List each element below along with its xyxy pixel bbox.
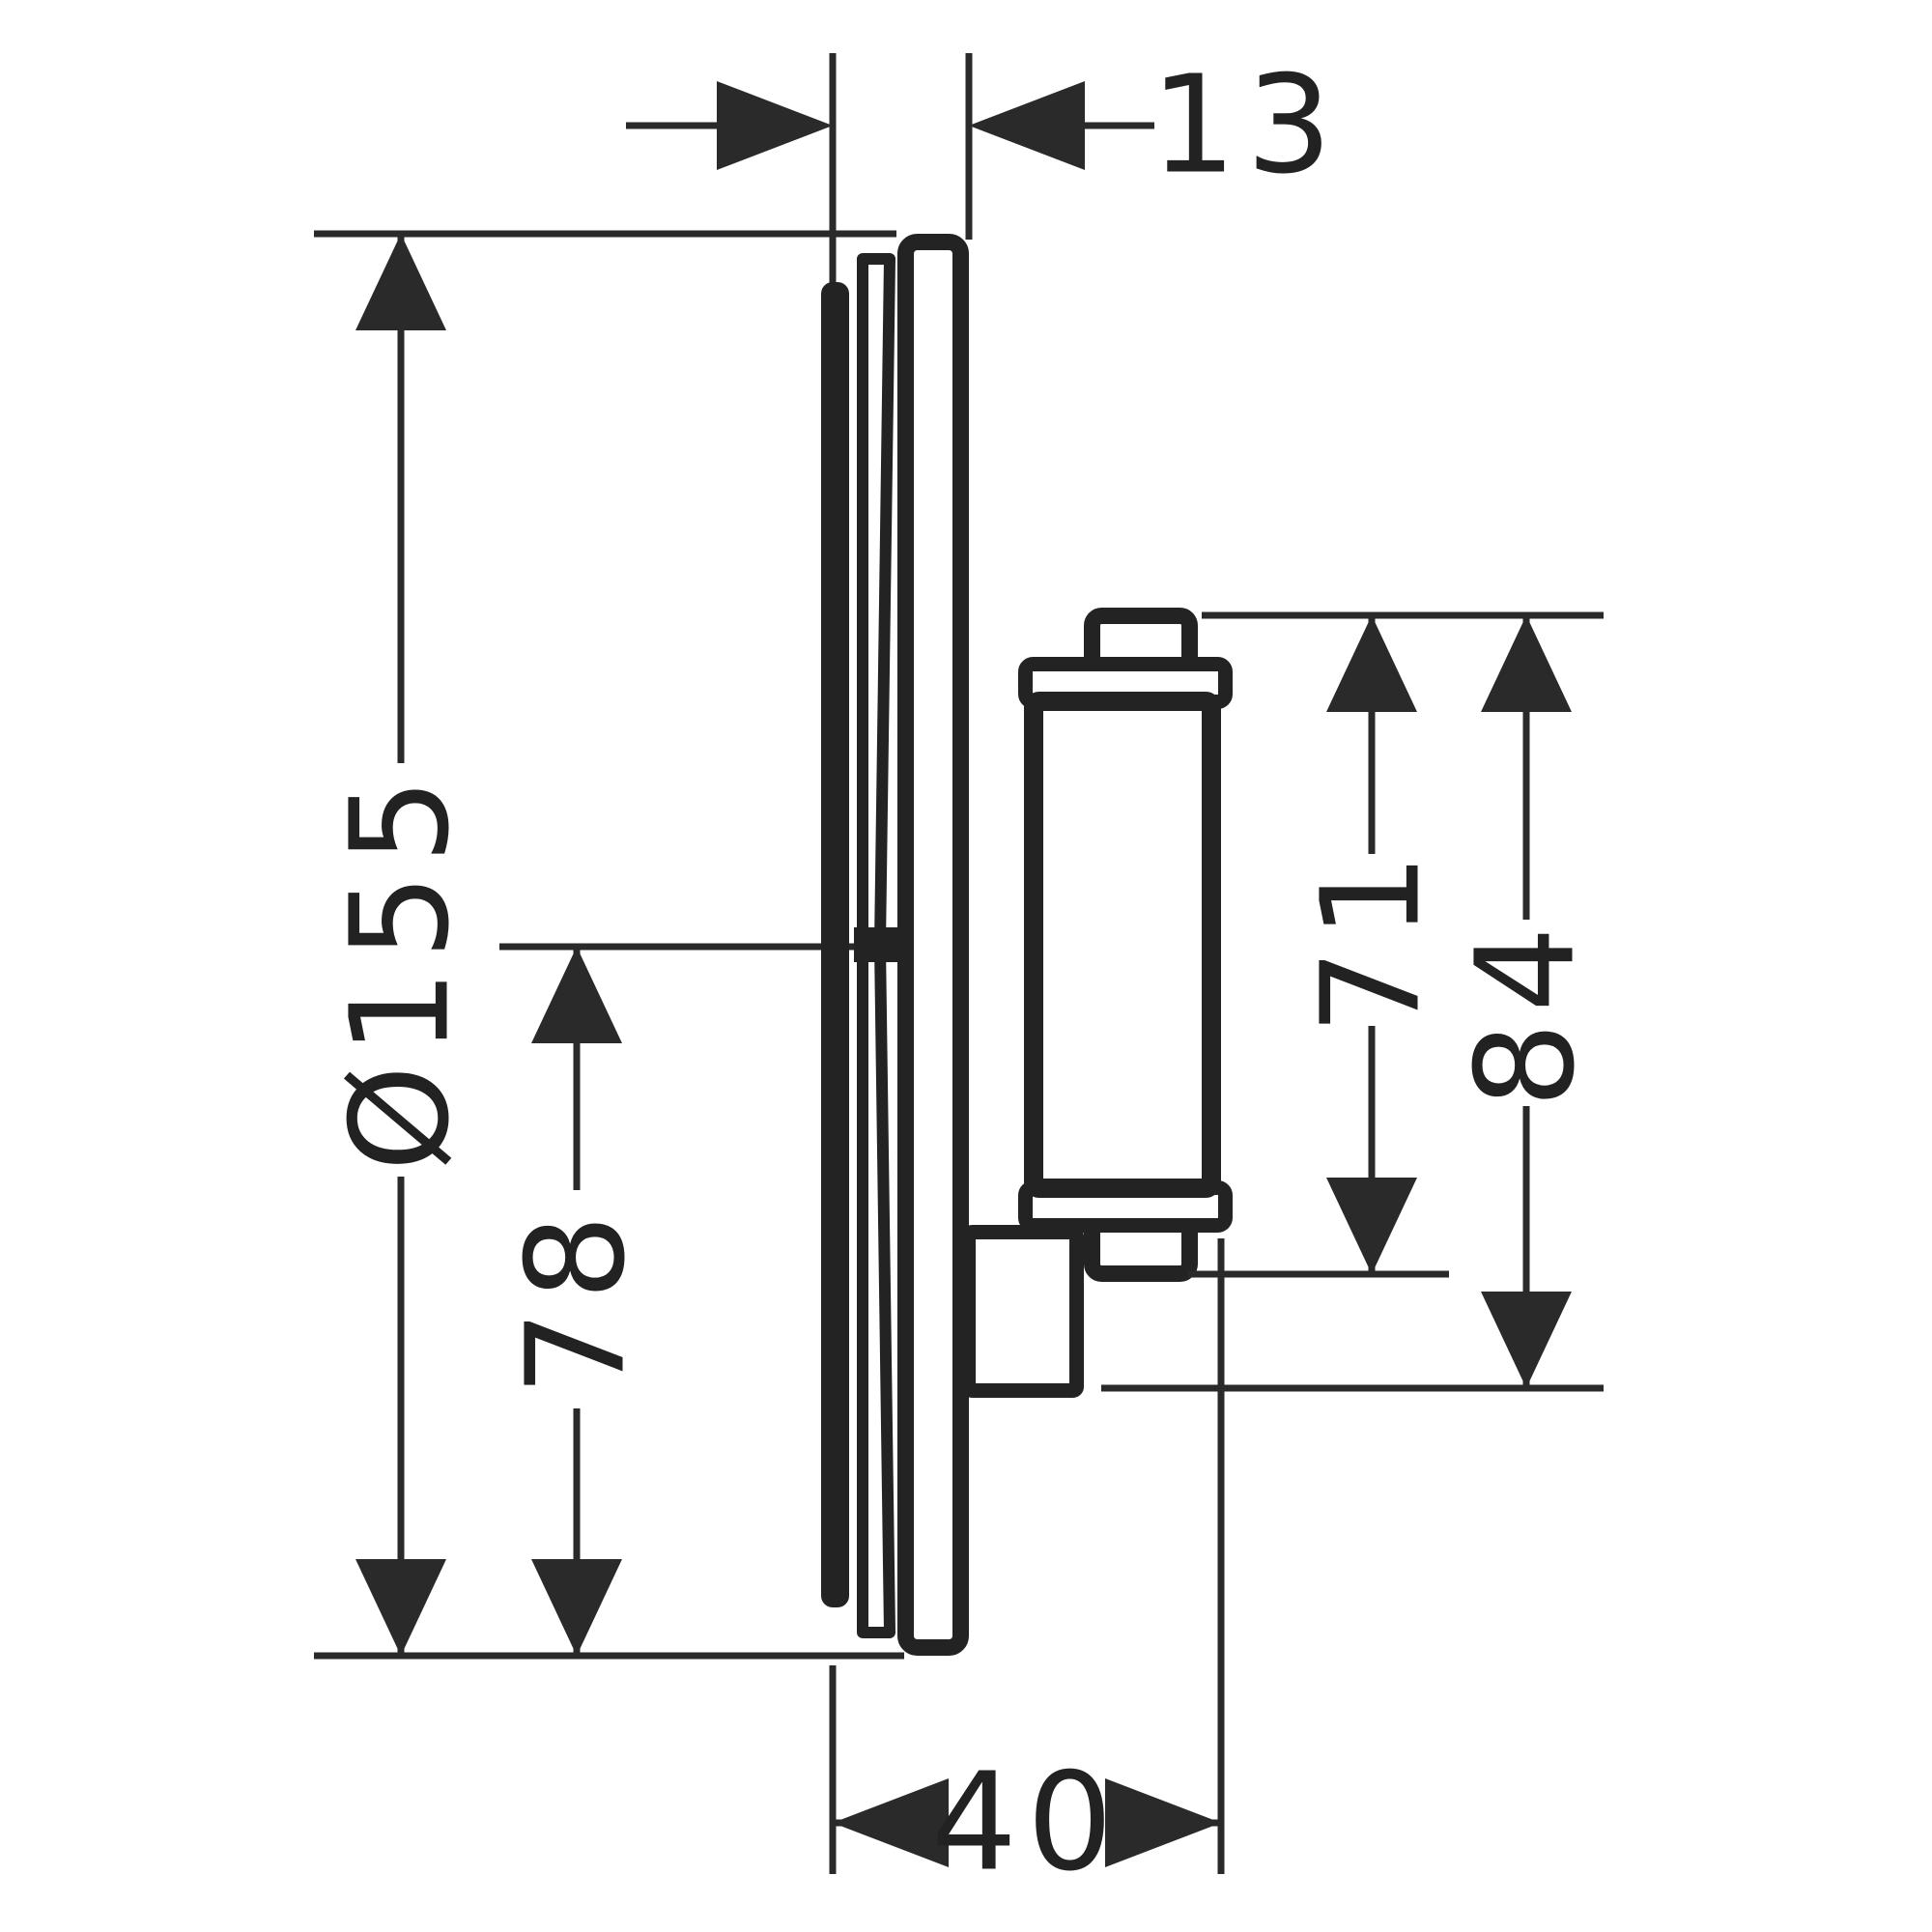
- dim-label-13: 13: [1151, 47, 1342, 205]
- dim-handle-height-71: 71: [1188, 611, 1604, 1278]
- handle-mounting-foot: [961, 1225, 1084, 1398]
- plate-front-cap: [897, 234, 969, 1656]
- dim-label-78: 78: [498, 1205, 656, 1396]
- dim-arrow-left-icon: [833, 1778, 949, 1867]
- dim-arrow-right-icon: [717, 81, 833, 170]
- dim-label-71: 71: [1293, 843, 1451, 1035]
- dim-arrow-down-icon: [355, 1559, 446, 1656]
- dim-arrow-up-icon: [1326, 615, 1417, 712]
- dim-arrow-down-icon: [1481, 1292, 1572, 1388]
- dim-label-diameter: Ø155: [323, 768, 480, 1171]
- dim-arrow-down-icon: [1326, 1178, 1417, 1274]
- dim-arrow-up-icon: [1481, 615, 1572, 712]
- dim-handle-height-84: 84: [1101, 615, 1605, 1392]
- dim-arrow-up-icon: [355, 234, 446, 330]
- escutcheon-plate: [821, 234, 969, 1656]
- plate-center-tick: [854, 927, 900, 962]
- plate-back-ring: [821, 282, 849, 1607]
- dim-arrow-right-icon: [1105, 1778, 1221, 1867]
- dim-plate-diameter: Ø155: [314, 230, 904, 1660]
- dim-installation-depth: 40: [829, 1238, 1225, 1902]
- dim-arrow-down-icon: [531, 1559, 622, 1656]
- dim-arrow-left-icon: [969, 81, 1085, 170]
- dim-plate-thickness: 13: [626, 47, 1342, 290]
- dim-label-40: 40: [931, 1745, 1122, 1902]
- valve-handle: [961, 608, 1233, 1398]
- dim-label-84: 84: [1448, 917, 1605, 1108]
- handle-main-body: [1024, 692, 1221, 1198]
- dim-arrow-up-icon: [531, 947, 622, 1043]
